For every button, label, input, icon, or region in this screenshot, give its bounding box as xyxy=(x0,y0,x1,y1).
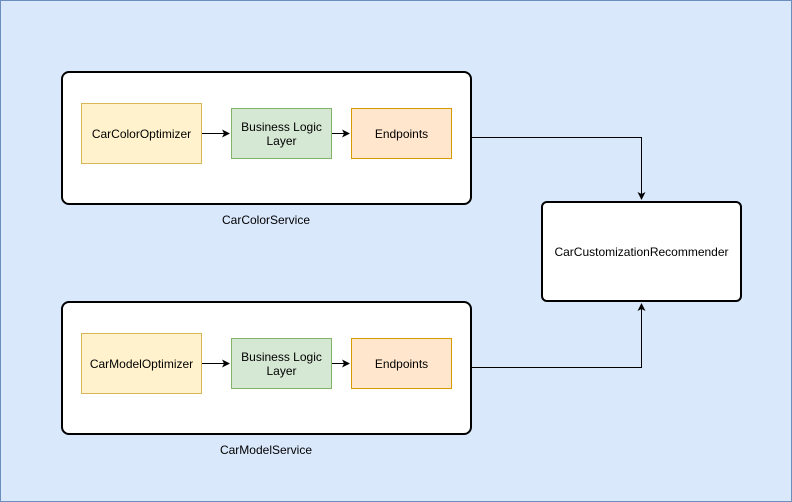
car-model-optimizer-node[interactable]: CarModelOptimizer xyxy=(81,333,202,394)
car-color-business-logic-node[interactable]: Business Logic Layer xyxy=(231,108,332,159)
car-model-business-logic-node[interactable]: Business Logic Layer xyxy=(231,338,332,389)
car-model-endpoints-node[interactable]: Endpoints xyxy=(351,338,452,389)
car-color-endpoints-node[interactable]: Endpoints xyxy=(351,108,452,159)
car-color-optimizer-node[interactable]: CarColorOptimizer xyxy=(81,103,202,164)
car-customization-recommender-node[interactable]: CarCustomizationRecommender xyxy=(541,201,742,302)
car-model-service-label: CarModelService xyxy=(219,443,313,457)
car-color-service-label: CarColorService xyxy=(221,213,311,227)
